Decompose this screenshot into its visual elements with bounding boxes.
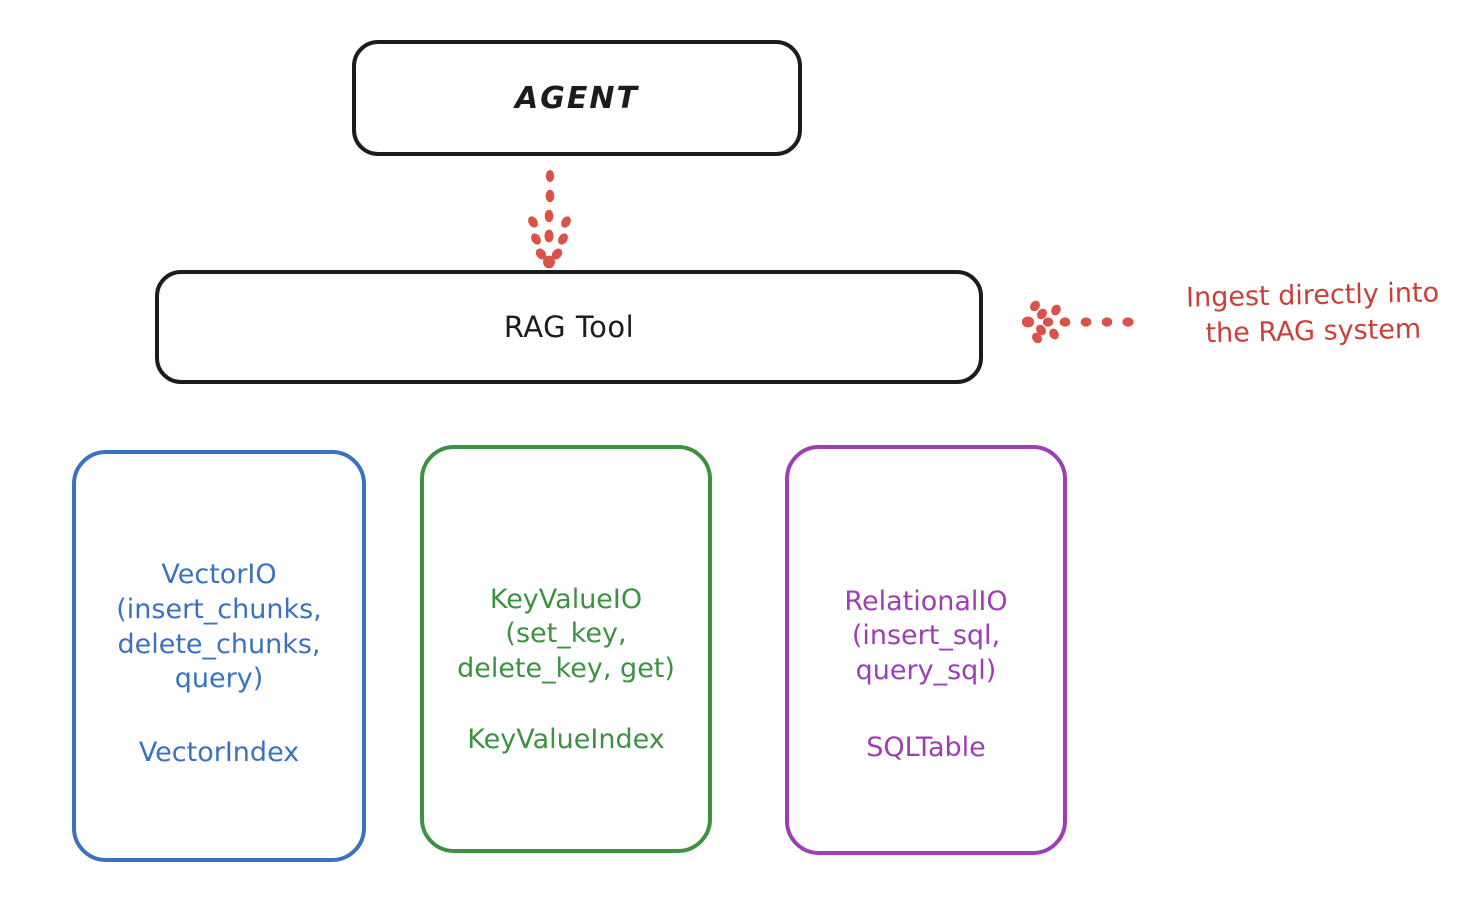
arrow-ingest-to-rag-tool bbox=[1021, 300, 1134, 344]
node-sql-table-label: SQLTable bbox=[866, 732, 986, 764]
annotation-ingest-label: Ingest directly into the RAG system bbox=[1185, 277, 1440, 350]
node-relational-io-api: RelationalIO (insert_sql, query_sql) bbox=[844, 585, 1008, 686]
node-rag-tool[interactable]: RAG Tool bbox=[155, 270, 983, 384]
node-rag-tool-label: RAG Tool bbox=[503, 310, 635, 344]
arrow-agent-to-rag-tool bbox=[528, 170, 571, 269]
node-vector-index-label: VectorIndex bbox=[138, 736, 300, 768]
node-agent-label: AGENT bbox=[515, 80, 639, 116]
node-key-value-io-api: KeyValueIO (set_key, delete_key, get) bbox=[457, 583, 675, 684]
node-key-value-io[interactable]: KeyValueIO (set_key, delete_key, get) Ke… bbox=[420, 445, 712, 853]
node-relational-io[interactable]: RelationalIO (insert_sql, query_sql) SQL… bbox=[785, 445, 1067, 855]
node-vector-io[interactable]: VectorIO (insert_chunks, delete_chunks, … bbox=[72, 450, 366, 862]
node-agent[interactable]: AGENT bbox=[352, 40, 802, 156]
node-vector-io-api: VectorIO (insert_chunks, delete_chunks, … bbox=[116, 559, 322, 695]
node-key-value-index-label: KeyValueIndex bbox=[467, 724, 665, 756]
